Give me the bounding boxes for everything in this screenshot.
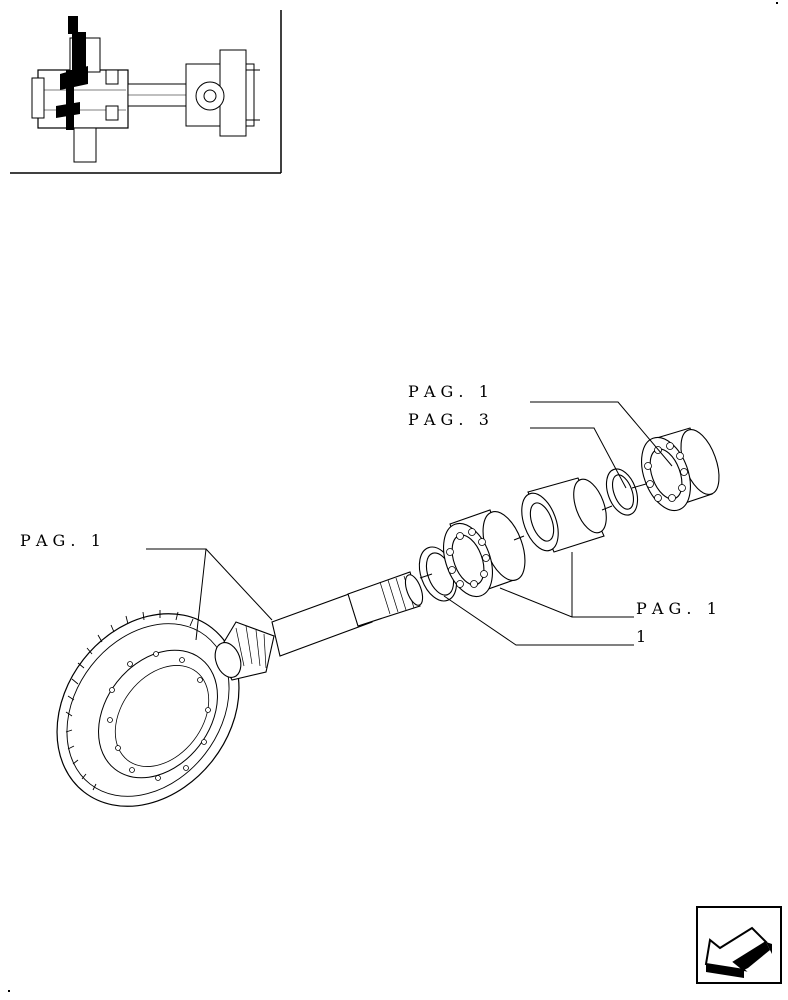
leader-lines [146,401,673,646]
pinion-shaft [214,571,424,681]
upper-bearing [641,427,720,512]
assembly-axis [419,483,647,579]
axle-assembly-thumbnail [10,10,282,174]
back-arrow-icon [696,906,782,984]
callout-spacer: P A G . 3 [408,410,489,429]
spacer-sleeve [521,477,607,553]
callout-shim-item: 1 [636,627,647,646]
back-navigation-button[interactable] [696,906,782,984]
callout-sleeve: P A G . 1 [636,599,717,618]
corner-dot [8,990,10,992]
callout-upper-bearing: P A G . 1 [408,382,489,401]
callout-shaft: P A G . 1 [20,531,101,550]
corner-dot [776,2,778,4]
lower-bearing [443,509,526,598]
small-ring [605,468,639,516]
ring-gear [56,610,240,807]
